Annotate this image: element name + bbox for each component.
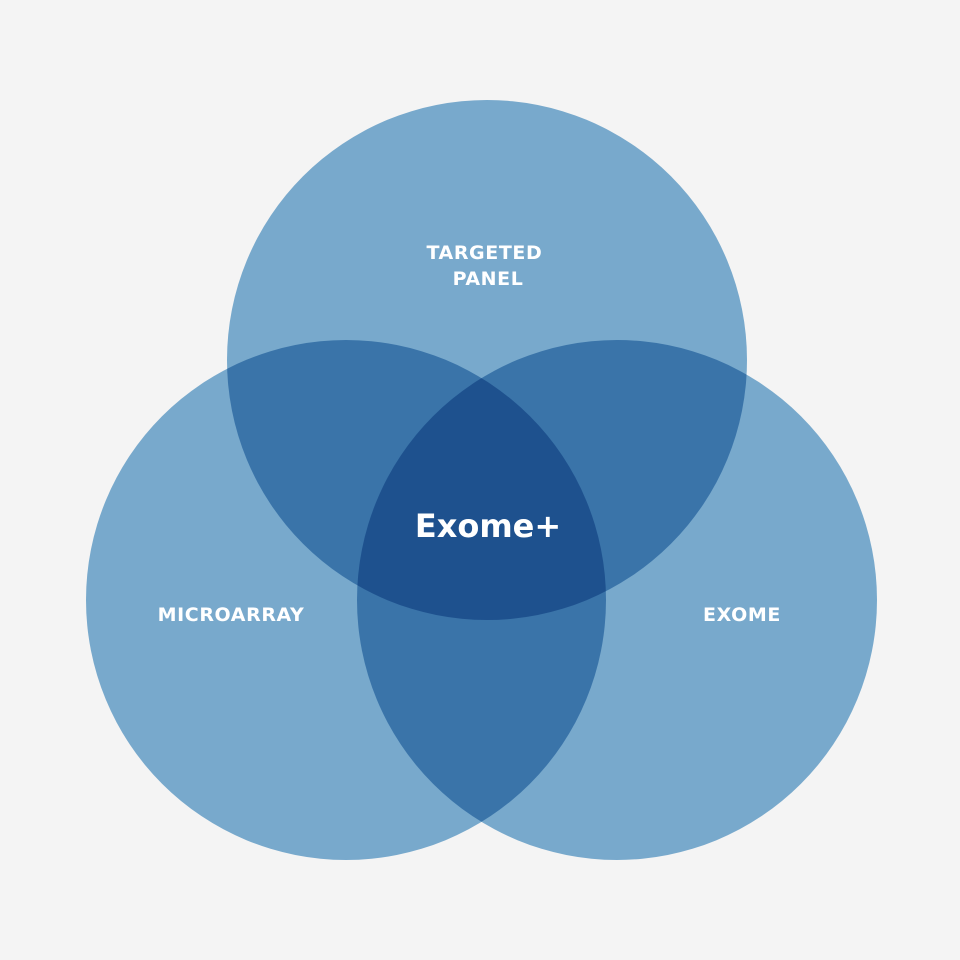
overlap-center (357, 340, 606, 620)
label-microarray: MICROARRAY (158, 604, 305, 626)
label-center-exome-plus: Exome+ (415, 507, 561, 545)
label-targeted-panel: TARGETED PANEL (426, 242, 549, 290)
label-targeted-panel-line-1: TARGETED (426, 242, 542, 264)
label-exome: EXOME (703, 604, 781, 626)
label-targeted-panel-line-2: PANEL (453, 268, 524, 290)
